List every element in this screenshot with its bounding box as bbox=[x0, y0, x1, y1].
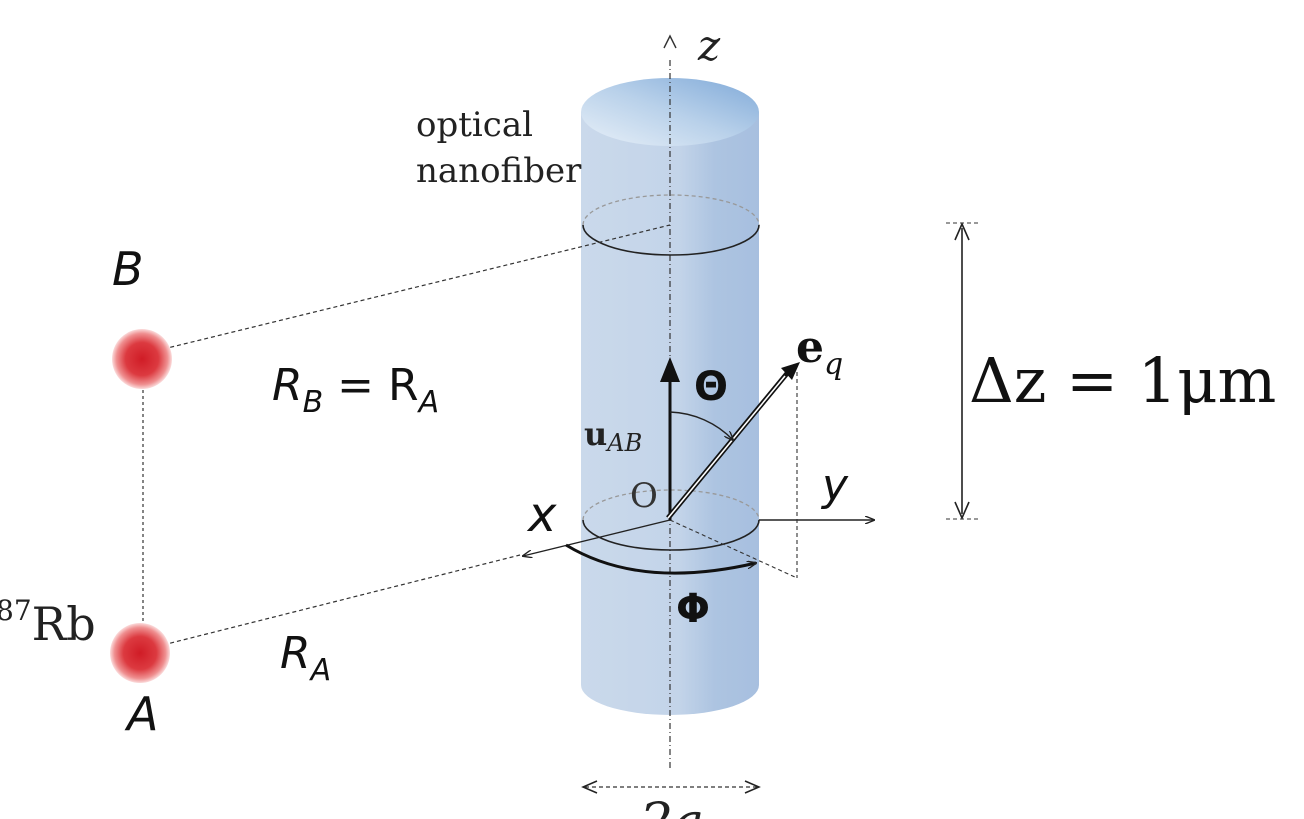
diameter-dimension bbox=[581, 780, 761, 794]
delta-z-dimension bbox=[946, 222, 978, 520]
atom-a-label: A bbox=[124, 687, 158, 741]
uab-arrowhead bbox=[660, 357, 680, 382]
uab-label: uAB bbox=[584, 415, 642, 457]
rb-label: 87Rb bbox=[0, 594, 96, 651]
eq-vector bbox=[666, 362, 800, 520]
rb-symbol: Rb bbox=[32, 597, 96, 651]
theta-arc bbox=[669, 411, 733, 440]
atom-a bbox=[110, 623, 170, 683]
x-axis-label: x bbox=[526, 487, 557, 543]
upper-ring bbox=[582, 194, 760, 256]
z-axis-arrowhead bbox=[663, 34, 677, 49]
eq-projection-floor bbox=[669, 519, 798, 579]
x-axis-line bbox=[523, 519, 671, 556]
phi-arc bbox=[565, 543, 756, 575]
atom-b bbox=[112, 329, 172, 389]
theta-label: Θ bbox=[694, 364, 728, 410]
delta-z-label: Δz = 1μm bbox=[969, 344, 1276, 417]
phi-label: Φ bbox=[676, 586, 710, 632]
rb-equals-ra-label: RB = RA bbox=[272, 360, 439, 420]
eq-label: eq bbox=[796, 322, 843, 382]
fiber-label-line1: optical bbox=[416, 105, 533, 145]
origin-label: O bbox=[630, 476, 658, 516]
y-axis-label: y bbox=[820, 460, 849, 511]
rb-mass-number: 87 bbox=[0, 594, 32, 627]
a-connection-line bbox=[142, 554, 521, 651]
diameter-label: 2a bbox=[639, 793, 704, 819]
fiber-label-line2: nanofiber bbox=[416, 151, 582, 191]
z-axis-label: z bbox=[697, 21, 721, 70]
atom-b-label: B bbox=[112, 242, 144, 296]
ra-label: RA bbox=[280, 628, 331, 688]
